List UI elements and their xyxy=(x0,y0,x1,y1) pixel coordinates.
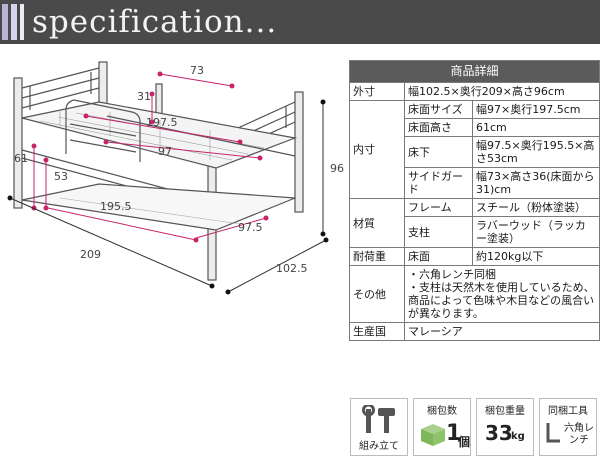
material-label: 材質 xyxy=(349,198,405,248)
info-icons: 組み立て 梱包数 1 個 梱包重量 33 kg 同梱工具 六角レンチ xyxy=(350,398,600,456)
load-label: 耐荷重 xyxy=(349,247,405,266)
spec-table: 商品詳細 外寸 幅102.5×奥行209×高さ96cm 内寸 床面サイズ 幅97… xyxy=(349,60,600,341)
outer-label: 外寸 xyxy=(349,82,405,101)
inner-sub: 床下 xyxy=(404,136,473,168)
other-line: ・六角レンチ同梱 xyxy=(408,268,496,281)
load-value: 約120kg以下 xyxy=(472,247,600,266)
material-sub: 支柱 xyxy=(404,216,473,248)
tool-value: 六角レンチ xyxy=(564,423,594,446)
weight-label: 梱包重量 xyxy=(485,406,525,417)
inner-sub: 床面サイズ xyxy=(404,100,473,119)
tools-icon xyxy=(362,405,395,433)
header-band: specification... xyxy=(0,0,600,44)
weight-badge: 梱包重量 33 kg xyxy=(476,398,534,456)
packages-value: 1 xyxy=(446,421,462,446)
dim-31: 31 xyxy=(137,90,151,103)
dim-53: 53 xyxy=(54,170,68,183)
dim-209: 209 xyxy=(80,248,101,261)
assembly-badge: 組み立て xyxy=(350,398,408,456)
material-value: スチール（粉体塗装） xyxy=(472,198,600,217)
weight-unit: kg xyxy=(511,431,525,442)
spec-heading: 商品詳細 xyxy=(349,60,600,83)
other-line: ・支柱は天然木を使用しているため、商品によって色味や木目などの風合いが異なります… xyxy=(408,281,595,320)
page-title: specification... xyxy=(32,4,278,40)
inner-value: 61cm xyxy=(472,118,600,137)
other-label: その他 xyxy=(349,265,405,323)
hex-wrench-icon xyxy=(546,423,560,443)
dim-97: 97 xyxy=(158,145,172,158)
assembly-label: 組み立て xyxy=(359,441,399,452)
dim-73: 73 xyxy=(190,64,204,77)
dim-96: 96 xyxy=(330,162,344,175)
load-sub: 床面 xyxy=(404,247,473,266)
inner-value: 幅73×高さ36(床面から31)cm xyxy=(472,167,600,199)
dim-197-5: 197.5 xyxy=(146,116,178,129)
bed-dimension-drawing: 73 31 197.5 97 61 53 195.5 97.5 96 209 1… xyxy=(7,61,344,295)
tool-label: 同梱工具 xyxy=(548,406,588,417)
packages-badge: 梱包数 1 個 xyxy=(413,398,471,456)
other-value: ・六角レンチ同梱 ・支柱は天然木を使用しているため、商品によって色味や木目などの… xyxy=(404,265,600,323)
header-decoration xyxy=(2,4,24,40)
tools-included-badge: 同梱工具 六角レンチ xyxy=(539,398,597,456)
inner-label: 内寸 xyxy=(349,100,405,199)
inner-sub: 床面高さ xyxy=(404,118,473,137)
dim-97-5: 97.5 xyxy=(238,221,263,234)
dim-102-5: 102.5 xyxy=(276,262,308,275)
inner-value: 幅97×奥行197.5cm xyxy=(472,100,600,119)
dim-61: 61 xyxy=(14,152,28,165)
dim-195-5: 195.5 xyxy=(100,200,132,213)
material-sub: フレーム xyxy=(404,198,473,217)
packages-label: 梱包数 xyxy=(427,406,457,417)
origin-value: マレーシア xyxy=(404,322,600,341)
box-icon xyxy=(421,424,445,446)
packages-unit: 個 xyxy=(458,435,471,449)
outer-value: 幅102.5×奥行209×高さ96cm xyxy=(404,82,600,101)
inner-sub: サイドガード xyxy=(404,167,473,199)
origin-label: 生産国 xyxy=(349,322,405,341)
weight-value: 33 xyxy=(485,421,513,445)
inner-value: 幅97.5×奥行195.5×高さ53cm xyxy=(472,136,600,168)
material-value: ラバーウッド（ラッカー塗装） xyxy=(472,216,600,248)
